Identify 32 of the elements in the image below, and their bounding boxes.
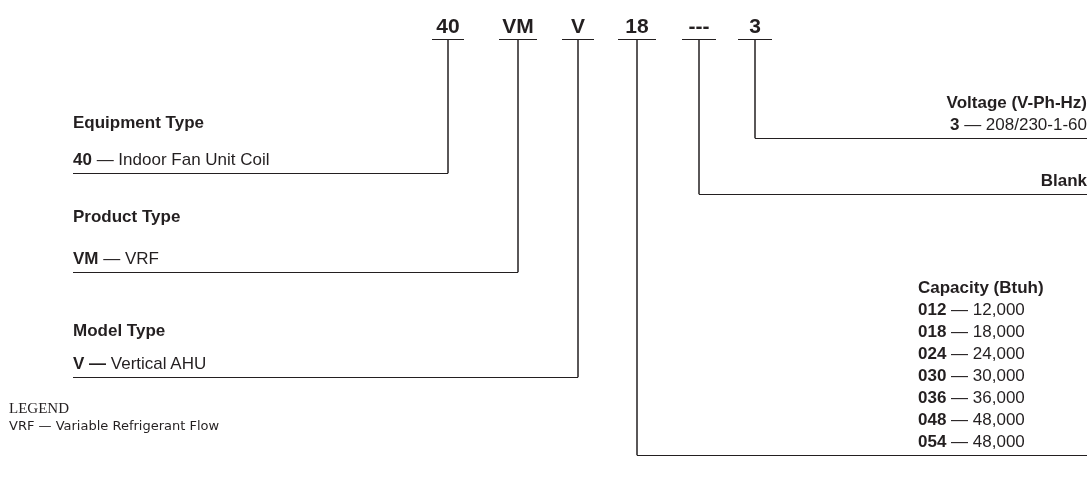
leader-line: [517, 39, 519, 273]
leader-line: [636, 39, 638, 456]
code-segment: V: [562, 10, 594, 40]
code-segment: 40: [432, 10, 464, 40]
leader-line: [698, 39, 700, 195]
description-heading: Voltage (V-Ph-Hz): [946, 92, 1087, 114]
legend-heading: LEGEND: [9, 400, 69, 417]
code-option: 048 — 48,000: [918, 409, 1025, 431]
description-heading: Blank: [1040, 170, 1087, 192]
leader-line: [754, 39, 756, 139]
leader-line: [447, 39, 449, 174]
code-option: 024 — 24,000: [918, 343, 1025, 365]
code-option: 018 — 18,000: [918, 321, 1025, 343]
description-heading: Model Type: [73, 320, 166, 342]
leader-line: [577, 39, 579, 378]
code-option: 030 — 30,000: [918, 365, 1025, 387]
code-segment: VM: [499, 10, 537, 40]
code-segment: ---: [682, 10, 716, 40]
code-segment: 18: [618, 10, 656, 40]
code-option: 012 — 12,000: [918, 299, 1025, 321]
legend-entry: VRF — Variable Refrigerant Flow: [9, 418, 220, 433]
description-heading: Product Type: [73, 206, 181, 228]
code-option: 3 — 208/230-1-60: [949, 114, 1087, 136]
description-heading: Equipment Type: [73, 112, 204, 134]
code-option: 036 — 36,000: [918, 387, 1025, 409]
code-option: 054 — 48,000: [918, 431, 1025, 453]
code-description: [755, 95, 1087, 139]
code-segment: 3: [738, 10, 772, 40]
code-option: VM — VRF: [73, 248, 159, 270]
code-option: V — Vertical AHU: [73, 353, 207, 375]
code-option: 40 — Indoor Fan Unit Coil: [73, 149, 270, 171]
description-heading: Capacity (Btuh): [918, 277, 1044, 299]
